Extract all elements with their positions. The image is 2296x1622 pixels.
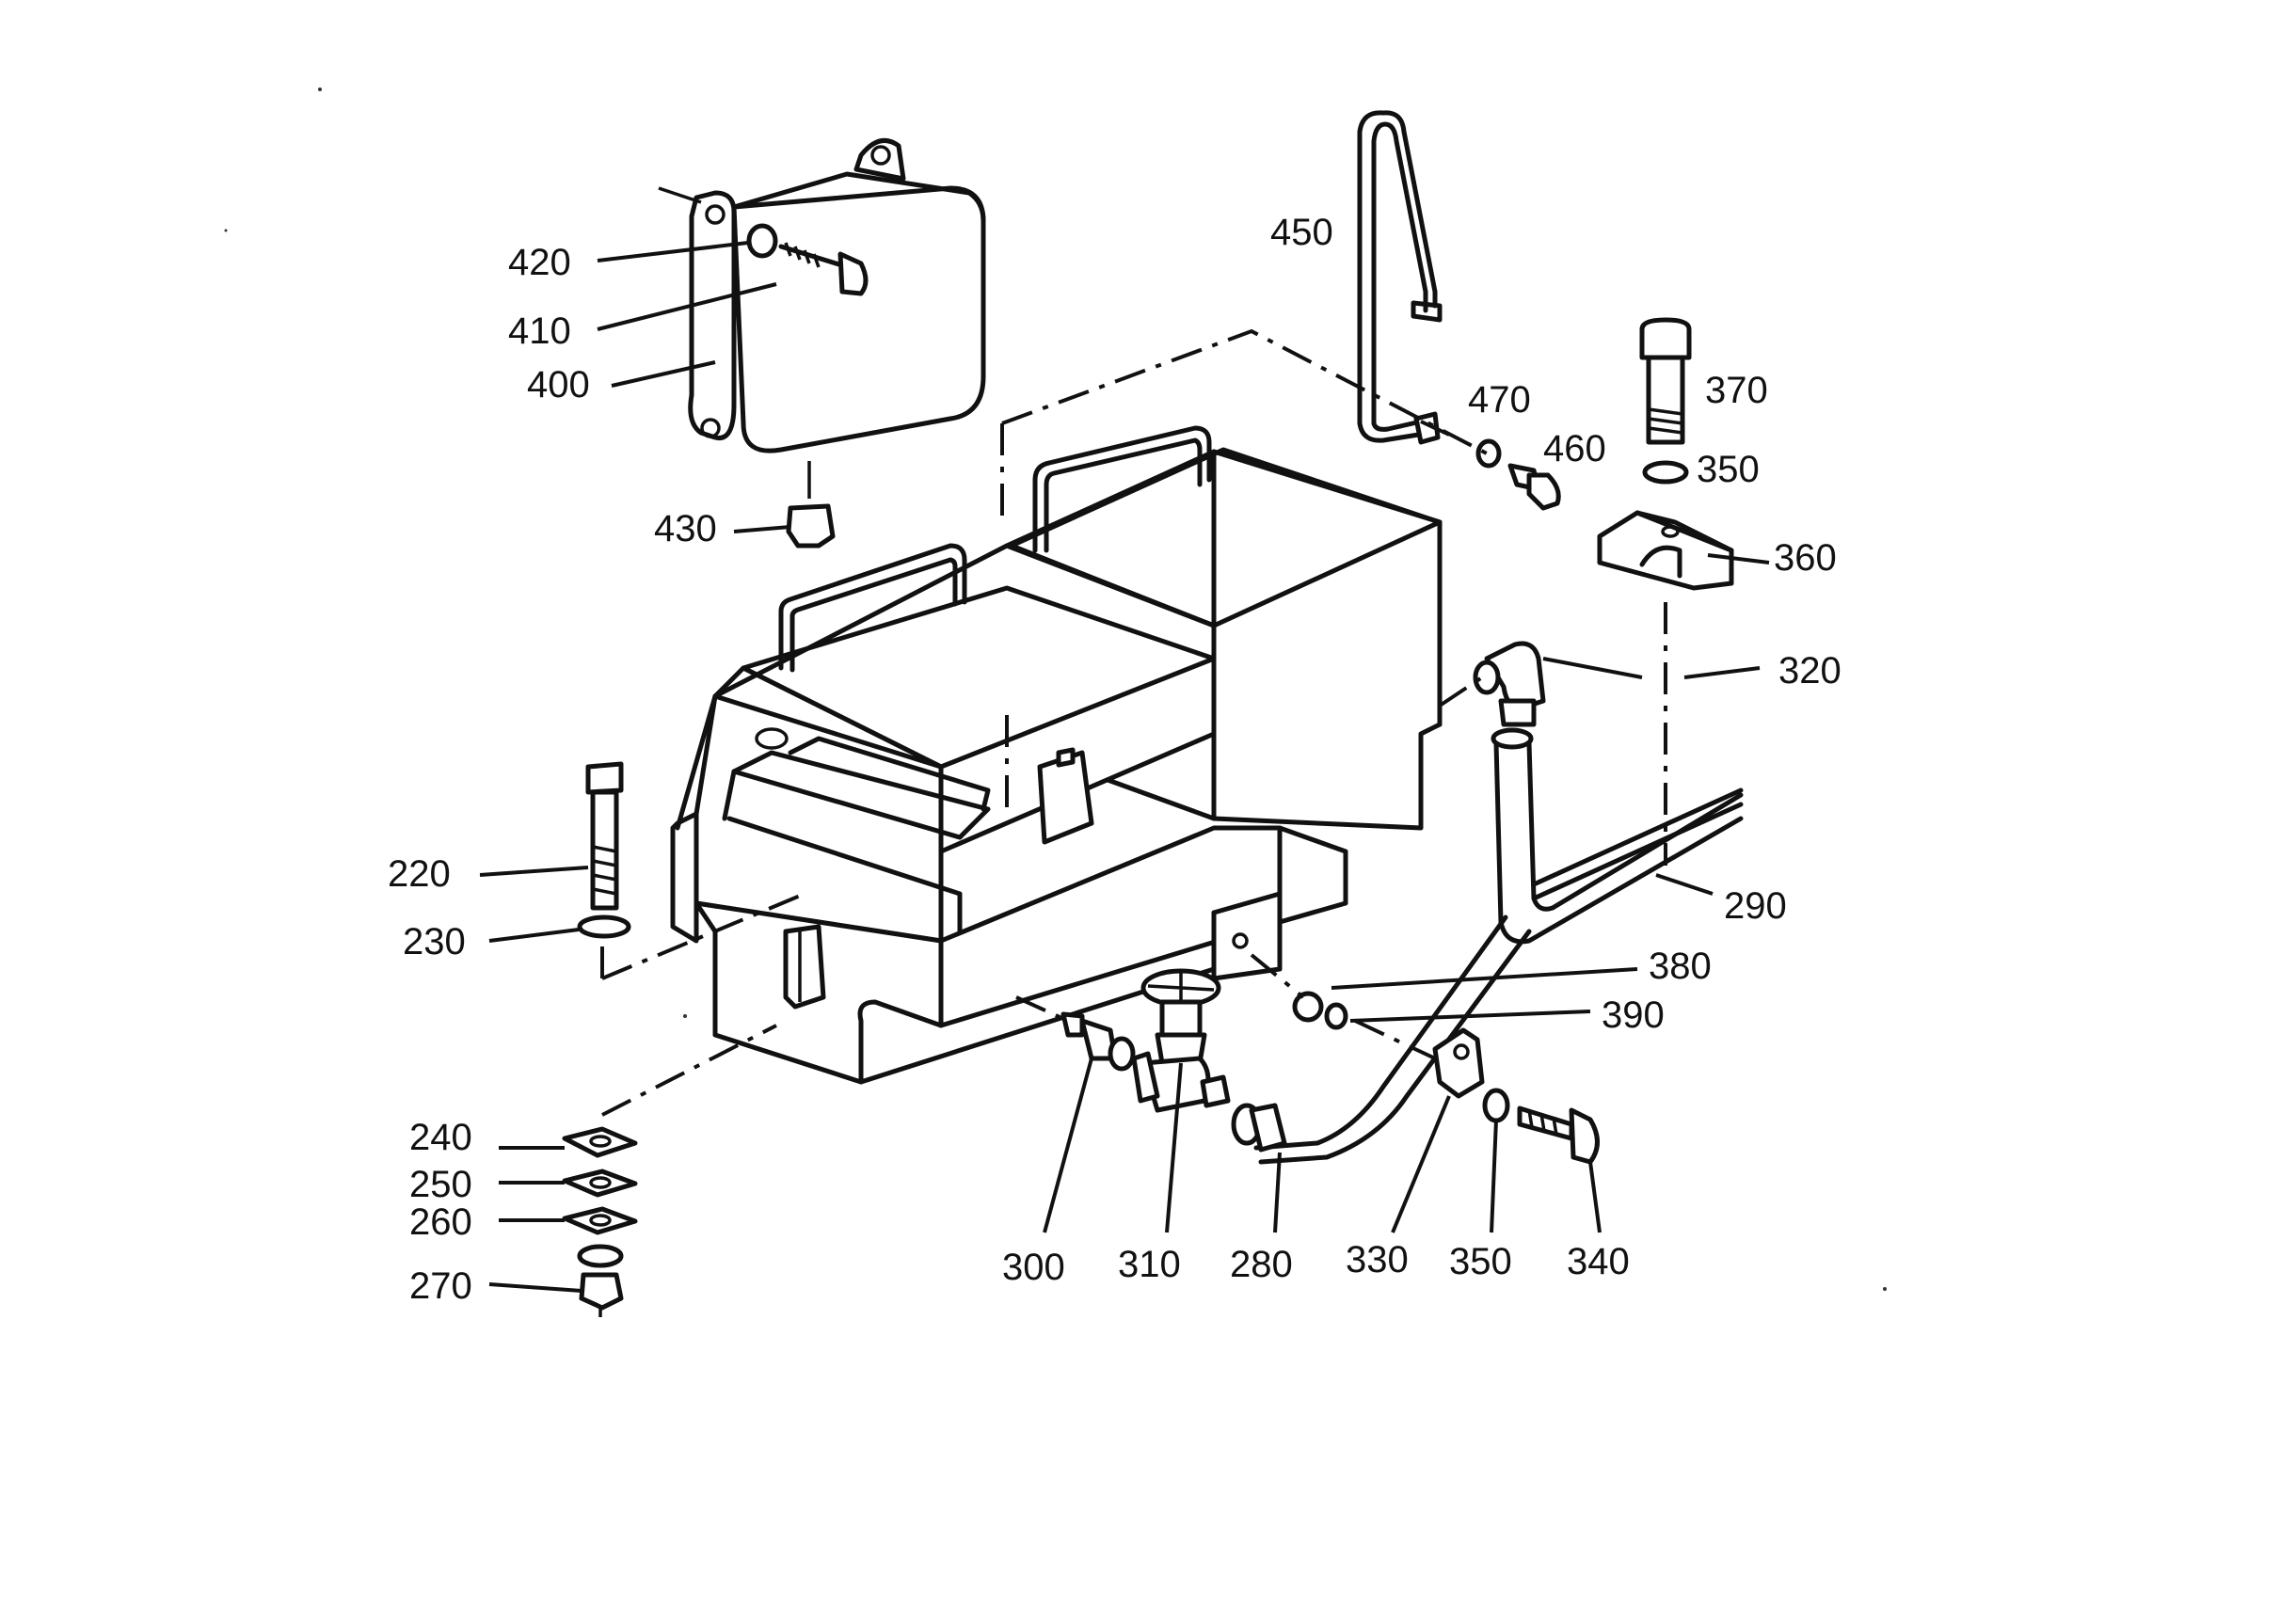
filter-box [658, 137, 986, 453]
main-tank [670, 425, 1443, 1085]
label-280: 280 [1230, 1244, 1293, 1285]
valve-310 [1131, 968, 1231, 1113]
label-300: 300 [1002, 1247, 1065, 1288]
pipe-280 [1231, 914, 1532, 1165]
part-labels: 420 410 400 430 450 470 460 370 350 360 … [388, 212, 1842, 1307]
label-270: 270 [409, 1265, 472, 1307]
clamp-330 [1432, 1027, 1485, 1099]
label-310: 310 [1118, 1244, 1181, 1285]
plug-300 [1060, 1011, 1136, 1072]
label-470: 470 [1468, 379, 1531, 421]
label-260: 260 [409, 1201, 472, 1243]
label-430: 430 [654, 508, 717, 549]
washers-380-390 [1292, 991, 1348, 1030]
pipe-290 [1491, 727, 1744, 945]
washer-350-bottom [1482, 1088, 1510, 1123]
handle-rod-450 [1357, 110, 1443, 445]
label-380: 380 [1649, 946, 1712, 987]
label-350-top: 350 [1697, 449, 1760, 490]
label-370: 370 [1705, 370, 1768, 411]
label-420: 420 [508, 242, 571, 283]
label-410: 410 [508, 310, 571, 352]
washer-350-top [1642, 460, 1689, 485]
label-290: 290 [1724, 885, 1787, 927]
label-450: 450 [1270, 212, 1333, 253]
nut-430 [786, 461, 836, 549]
label-240: 240 [409, 1117, 472, 1158]
label-330: 330 [1346, 1239, 1409, 1280]
leader-lines [479, 241, 1770, 1293]
label-220: 220 [388, 853, 451, 895]
bolt-370 [1639, 317, 1692, 445]
label-320: 320 [1778, 650, 1842, 692]
label-350-bottom: 350 [1449, 1241, 1512, 1282]
label-390: 390 [1602, 994, 1665, 1036]
bolt-220 [585, 761, 624, 911]
screw-410 [746, 223, 869, 296]
label-340: 340 [1567, 1241, 1630, 1282]
label-250: 250 [409, 1164, 472, 1205]
label-460: 460 [1543, 428, 1606, 469]
mount-stack [562, 1126, 638, 1317]
bolt-460 [1507, 463, 1561, 511]
washer-470 [1475, 438, 1502, 469]
fitting-320 [1473, 641, 1546, 727]
label-360: 360 [1774, 537, 1837, 579]
bracket-360 [1597, 510, 1734, 591]
label-400: 400 [527, 364, 590, 406]
washer-230 [577, 914, 631, 939]
assembly-centerlines [600, 328, 1667, 1117]
scan-specks [224, 87, 1887, 1291]
label-230: 230 [403, 921, 466, 962]
bolt-340 [1517, 1105, 1600, 1165]
